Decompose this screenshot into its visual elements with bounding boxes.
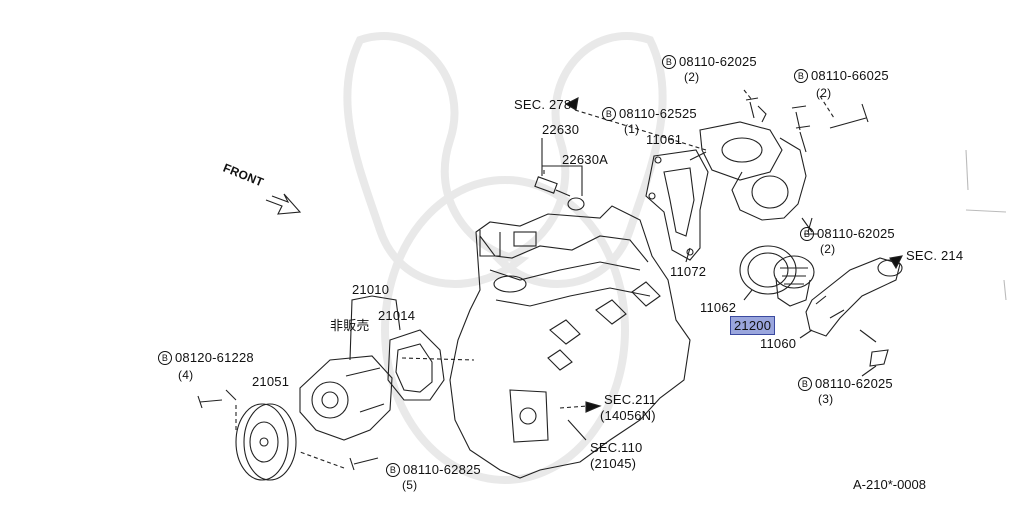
not-for-sale-label: 非販売: [330, 318, 370, 333]
sec211-sub-label: (14056N): [600, 408, 656, 423]
pulley-21051: [235, 403, 297, 481]
bolt-part-no: 08110-62025: [815, 376, 893, 391]
bolts: [197, 97, 889, 471]
part-11060-label: 11060: [760, 336, 797, 351]
front-arrow: [265, 193, 302, 215]
thermostat-housing-11061: [699, 121, 807, 221]
bolt-qty-4: (2): [820, 242, 836, 256]
gasket-11072: [645, 149, 709, 261]
bolt-part-no: 08110-62025: [817, 226, 895, 241]
part-22630a-label: 22630A: [562, 152, 609, 167]
bolt-qty-3: (1): [624, 122, 640, 136]
water-pump-21010: [299, 355, 393, 441]
bolt-b-icon: B: [386, 463, 400, 477]
bolt-b-icon: B: [800, 227, 814, 241]
sec278-label: SEC. 278: [514, 97, 572, 112]
sec110-label: SEC.110: [590, 440, 643, 455]
water-outlet-11060: [805, 257, 903, 337]
bolt-qty-7: (5): [402, 478, 418, 492]
bolt-b-icon: B: [662, 55, 676, 69]
part-21010-label: 21010: [352, 282, 390, 297]
watermark-logo: [343, 32, 667, 484]
sec214-label: SEC. 214: [906, 248, 964, 263]
diagram-code: A-210*-0008: [853, 477, 926, 492]
section-arrows: [564, 97, 903, 413]
part-21051-label: 21051: [252, 374, 290, 389]
part-21014-label: 21014: [378, 308, 416, 323]
bolt-qty-1: (2): [684, 70, 700, 84]
bolt-part-no: 08110-62825: [403, 462, 481, 477]
gasket-21014: [387, 329, 445, 401]
bolt-part-no: 08110-62025: [679, 54, 757, 69]
bolt-b-icon: B: [158, 351, 172, 365]
part-22630-label: 22630: [542, 122, 580, 137]
engine-block: [449, 205, 691, 479]
part-11062-label: 11062: [700, 300, 737, 315]
bolt-part-no: 08110-66025: [811, 68, 889, 83]
leader-lines: [235, 89, 835, 469]
thermostat-21200: [773, 255, 815, 307]
bolt-b-icon: B: [798, 377, 812, 391]
part-21200-label[interactable]: 21200: [730, 316, 776, 335]
leader-solid: [225, 138, 877, 441]
scan-marks: [965, 149, 1007, 301]
part-11061-label: 11061: [646, 132, 683, 147]
sec211-label: SEC.211: [604, 392, 657, 407]
bolt-qty-2: (2): [816, 86, 832, 100]
bolt-b-icon: B: [602, 107, 616, 121]
bolt-qty-6: (4): [178, 368, 194, 382]
sec110-sub-label: (21045): [590, 456, 637, 471]
bolt-part-no: 08110-62525: [619, 106, 697, 121]
bolt-b-icon: B: [794, 69, 808, 83]
bolt-qty-5: (3): [818, 392, 834, 406]
part-11072-label: 11072: [670, 264, 707, 279]
bolt-part-no: 08120-61228: [175, 350, 254, 365]
sensor-22630: [534, 176, 585, 211]
gasket-11062: [739, 245, 797, 295]
